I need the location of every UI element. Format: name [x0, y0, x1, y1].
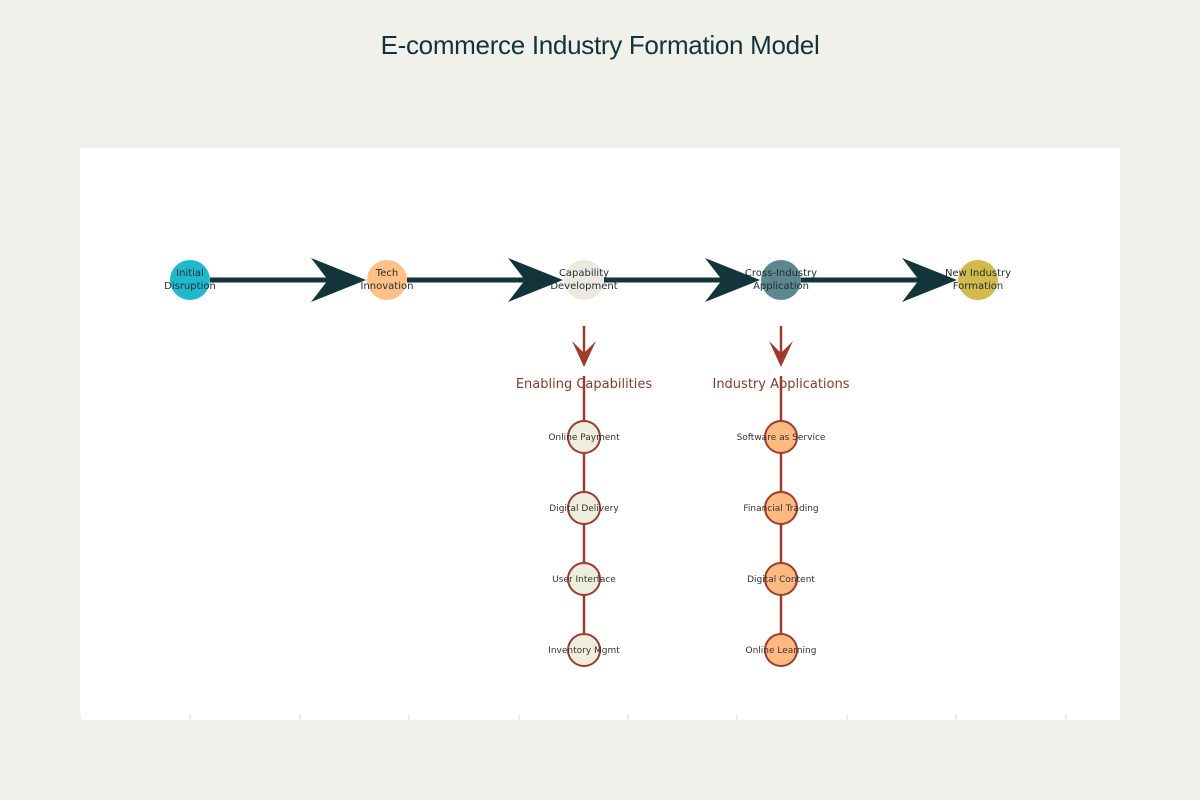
branch-title: Enabling Capabilities [516, 377, 653, 392]
stage-node-capability [564, 260, 604, 300]
page-title: E-commerce Industry Formation Model [380, 30, 820, 60]
branch-item-node [764, 420, 798, 454]
main-arrow-head [508, 258, 563, 302]
stage-label-new: Formation [953, 281, 1003, 292]
stage-label-tech: Innovation [361, 281, 414, 292]
stage-label-initial: Initial [176, 268, 204, 279]
main-arrow-head [902, 258, 957, 302]
branch-item-label: User Interface [552, 575, 616, 585]
branch-item-label: Online Payment [548, 433, 620, 443]
branch-title: Industry Applications [712, 377, 849, 392]
stage-label-capability: Capability [559, 268, 609, 279]
branch-item-node [764, 491, 798, 525]
stage-label-capability: Development [550, 281, 617, 292]
stage-node-cross [761, 260, 801, 300]
branch-item-label: Financial Trading [743, 504, 818, 514]
branch-item-node [567, 420, 601, 454]
branch-item-node [764, 562, 798, 596]
branch-item-label: Inventory Mgmt [548, 646, 620, 656]
branch-item-node [567, 633, 601, 667]
stage-node-tech [367, 260, 407, 300]
stage-label-tech: Tech [375, 268, 398, 279]
stage-node-new [958, 260, 998, 300]
stage-label-new: New Industry [945, 268, 1011, 279]
stage-node-initial [170, 260, 210, 300]
branch-item-node [567, 491, 601, 525]
stage-label-cross: Application [753, 281, 809, 292]
branch-arrow-head [769, 341, 793, 367]
branch-item-node [764, 633, 798, 667]
branch-arrow-head [572, 341, 596, 367]
branch-item-label: Software as Service [737, 433, 826, 443]
main-arrow-head [311, 258, 366, 302]
stage-label-cross: Cross-Industry [745, 268, 817, 279]
stage-label-initial: Disruption [164, 281, 216, 292]
branch-item-label: Digital Content [747, 575, 815, 585]
branch-item-node [567, 562, 601, 596]
branch-item-label: Online Learning [746, 646, 817, 656]
branch-item-label: Digital Delivery [549, 504, 619, 514]
main-arrow-head [705, 258, 760, 302]
